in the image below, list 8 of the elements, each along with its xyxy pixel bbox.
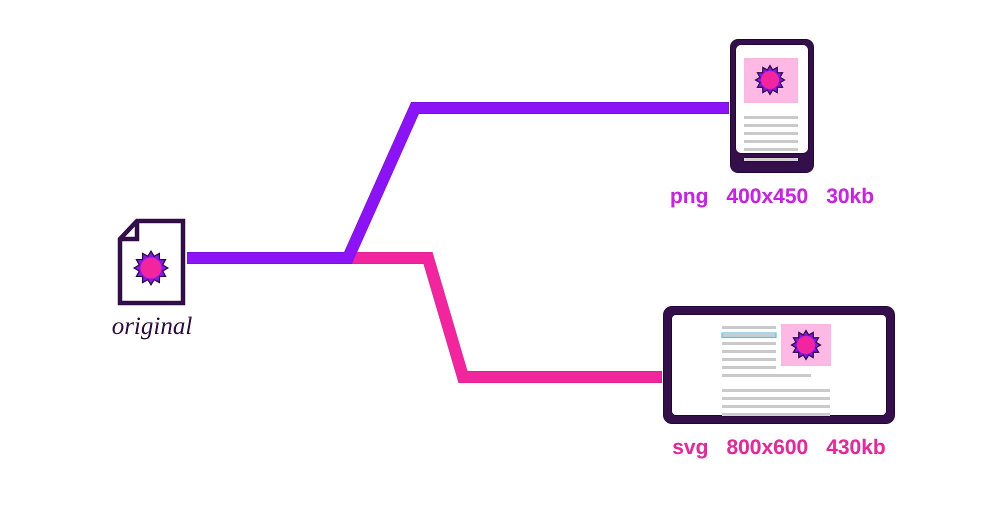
caption-text: original: [112, 312, 192, 342]
connector-line: [187, 102, 729, 264]
file-info-text: png: [670, 184, 708, 210]
file-info-text: 400x450: [726, 184, 808, 210]
file-info-text: 30kb: [826, 184, 874, 210]
file-info-text: 430kb: [826, 435, 886, 461]
file-info-text: svg: [672, 435, 708, 461]
file-info-text: 800x600: [726, 435, 808, 461]
